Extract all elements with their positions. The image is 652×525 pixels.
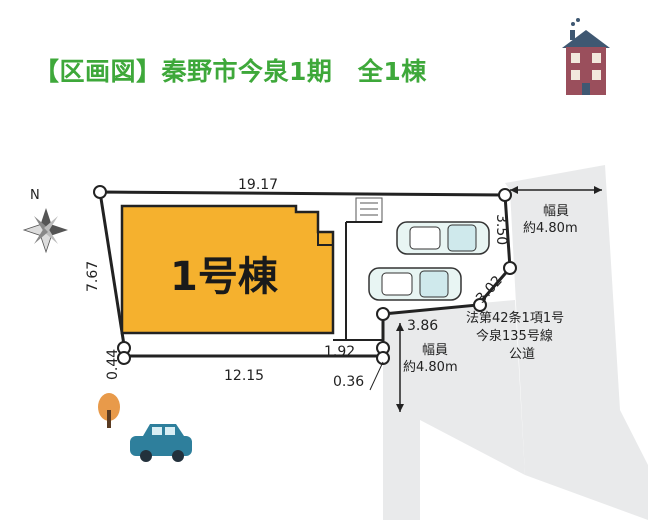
dim-notch-top: 1.92 [324,344,355,360]
road-right-label-1: 幅員 [543,204,569,219]
dim-right-upper: 3.50 [493,214,509,245]
road-right-label-2: 約4.80m [523,221,578,236]
stairs [355,197,383,223]
road-bottom-label-1: 幅員 [422,343,448,358]
road-bottom-label-2: 約4.80m [403,360,458,375]
road-info-2: 今泉135号線 [476,328,553,344]
house-icon [562,18,610,95]
car-icon [130,424,192,462]
dim-bottom-right: 0.36 [333,374,364,390]
dim-notch-bottom: 3.86 [407,318,438,334]
dim-left: 7.67 [85,261,101,292]
boundary-markers [93,185,517,365]
road-corner [383,300,525,475]
compass-north: N [30,188,40,203]
building-wall-line [317,212,333,246]
dim-bottom: 12.15 [224,368,264,384]
building-label: 1号棟 [170,254,279,300]
tree-icon [98,393,120,428]
road-right [505,165,648,520]
compass-icon [22,208,68,254]
road-info-3: 公道 [509,347,535,362]
car-lower [368,267,462,301]
car-upper [396,221,490,255]
dim-top: 19.17 [238,177,278,193]
dim-corner-left: 0.44 [105,349,121,380]
page-title: 【区画図】秦野市今泉1期 全1棟 [34,57,427,86]
road-info-1: 法第42条1項1号 [466,310,564,326]
